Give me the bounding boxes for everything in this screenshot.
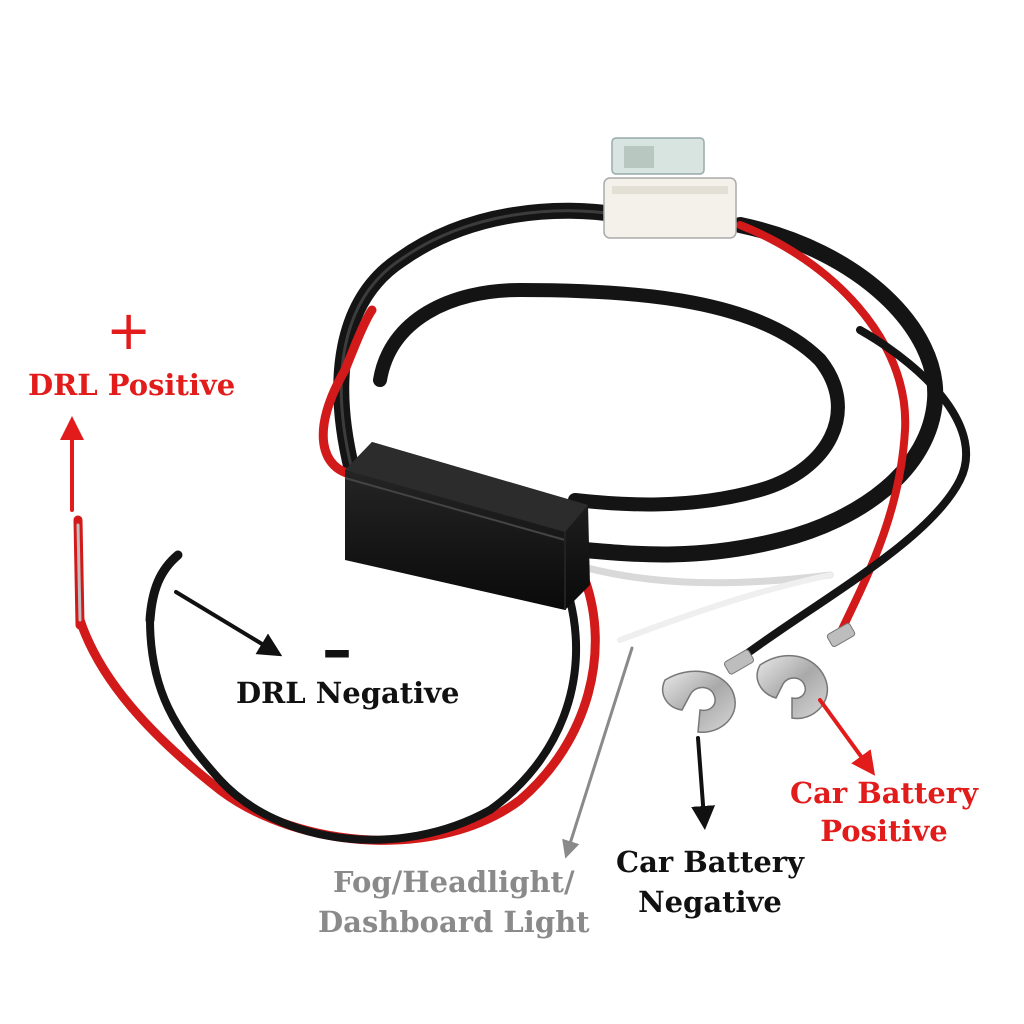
arrow-battery-negative xyxy=(691,736,716,830)
battery-positive-terminal xyxy=(756,623,856,720)
battery-negative-wire xyxy=(741,326,970,659)
label-line: Fog/Headlight/ xyxy=(333,865,575,899)
fuse-holder xyxy=(603,137,737,239)
callout-arrows xyxy=(60,416,876,859)
module-red-up-wire xyxy=(318,305,377,480)
arrow-drl-negative xyxy=(174,590,283,657)
label-drl-negative: DRL Negative xyxy=(236,676,460,710)
label-line: Car Battery xyxy=(790,776,978,810)
label-car-battery-positive: Car Battery Positive xyxy=(790,774,978,850)
arrow-battery-positive xyxy=(818,698,876,776)
plus-sign: + xyxy=(106,299,152,362)
fuse-red-wire xyxy=(736,221,910,642)
arrow-fog-headlight xyxy=(562,646,634,859)
label-car-battery-negative: Car Battery Negative xyxy=(616,842,804,922)
control-module xyxy=(344,442,590,610)
minus-sign: – xyxy=(322,615,352,685)
label-drl-positive: DRL Positive xyxy=(28,368,236,402)
signal-white-wire xyxy=(556,556,834,643)
label-line: Car Battery xyxy=(616,845,804,879)
drl-output-wires xyxy=(73,515,600,845)
label-line: Dashboard Light xyxy=(318,905,590,939)
label-fog-headlight-dashboard: Fog/Headlight/ Dashboard Light xyxy=(318,862,590,942)
label-line: Negative xyxy=(638,885,782,919)
label-line: Positive xyxy=(820,814,948,848)
battery-negative-terminal xyxy=(661,649,755,733)
